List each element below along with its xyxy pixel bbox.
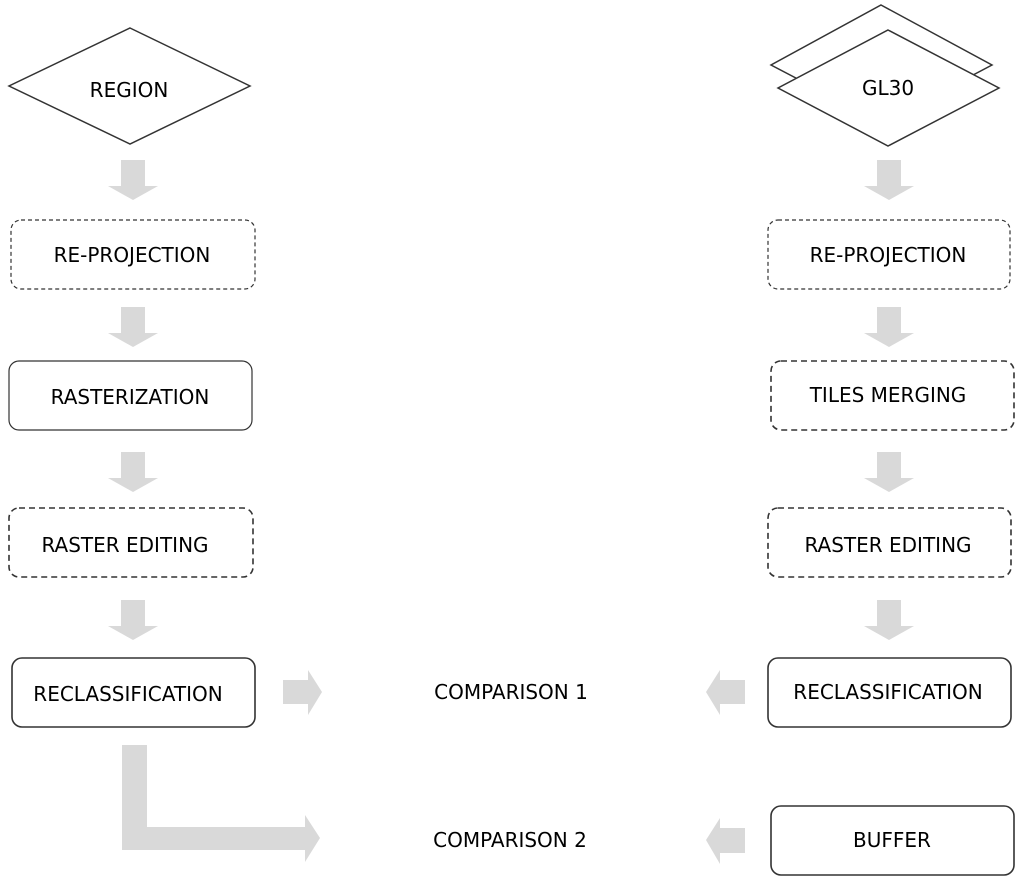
left-reclassification-box bbox=[11, 657, 256, 728]
left-down-arrow-4 bbox=[108, 600, 158, 640]
left-raster-editing-label: RASTER EDITING bbox=[41, 533, 208, 557]
comparison-1-label: COMPARISON 1 bbox=[434, 680, 588, 704]
region-label: REGION bbox=[90, 78, 169, 102]
comparison-1-right-arrow bbox=[706, 670, 745, 715]
right-reprojection-label: RE-PROJECTION bbox=[810, 243, 967, 267]
left-down-arrow-3 bbox=[108, 452, 158, 492]
right-down-arrow-4 bbox=[864, 600, 914, 640]
right-down-arrow-1 bbox=[864, 160, 914, 200]
buffer-box bbox=[770, 805, 1015, 876]
right-column: GL30 RE-PROJECTION TILES MERGING RASTER … bbox=[767, 4, 1015, 876]
left-arrows bbox=[108, 160, 322, 862]
comparison-1-left-arrow bbox=[283, 670, 322, 715]
comparison-2-elbow-arrow bbox=[122, 745, 320, 862]
left-raster-editing-box bbox=[8, 507, 254, 578]
right-reclassification-label: RECLASSIFICATION bbox=[793, 680, 982, 704]
left-reclassification-label: RECLASSIFICATION bbox=[33, 682, 222, 706]
right-down-arrow-3 bbox=[864, 452, 914, 492]
tiles-merging-box bbox=[770, 360, 1015, 431]
left-column: REGION RE-PROJECTION RASTERIZATION RASTE… bbox=[7, 27, 256, 728]
gl30-label: GL30 bbox=[862, 76, 914, 100]
left-down-arrow-2 bbox=[108, 307, 158, 347]
left-reprojection-label: RE-PROJECTION bbox=[54, 243, 211, 267]
region-diamond bbox=[7, 27, 252, 145]
left-down-arrow-1 bbox=[108, 160, 158, 200]
buffer-label: BUFFER bbox=[853, 828, 931, 852]
rasterization-box bbox=[8, 360, 253, 431]
tiles-merging-label: TILES MERGING bbox=[809, 383, 967, 407]
rasterization-label: RASTERIZATION bbox=[51, 385, 210, 409]
right-arrows bbox=[706, 160, 914, 864]
right-raster-editing-label: RASTER EDITING bbox=[804, 533, 971, 557]
comparison-2-right-arrow bbox=[706, 818, 745, 864]
right-reprojection-box bbox=[767, 219, 1011, 290]
right-down-arrow-2 bbox=[864, 307, 914, 347]
right-reclassification-box bbox=[767, 657, 1012, 728]
right-raster-editing-box bbox=[767, 507, 1012, 578]
left-reprojection-box bbox=[10, 219, 256, 290]
comparison-2-label: COMPARISON 2 bbox=[433, 828, 587, 852]
gl30-diamond bbox=[776, 29, 1001, 147]
